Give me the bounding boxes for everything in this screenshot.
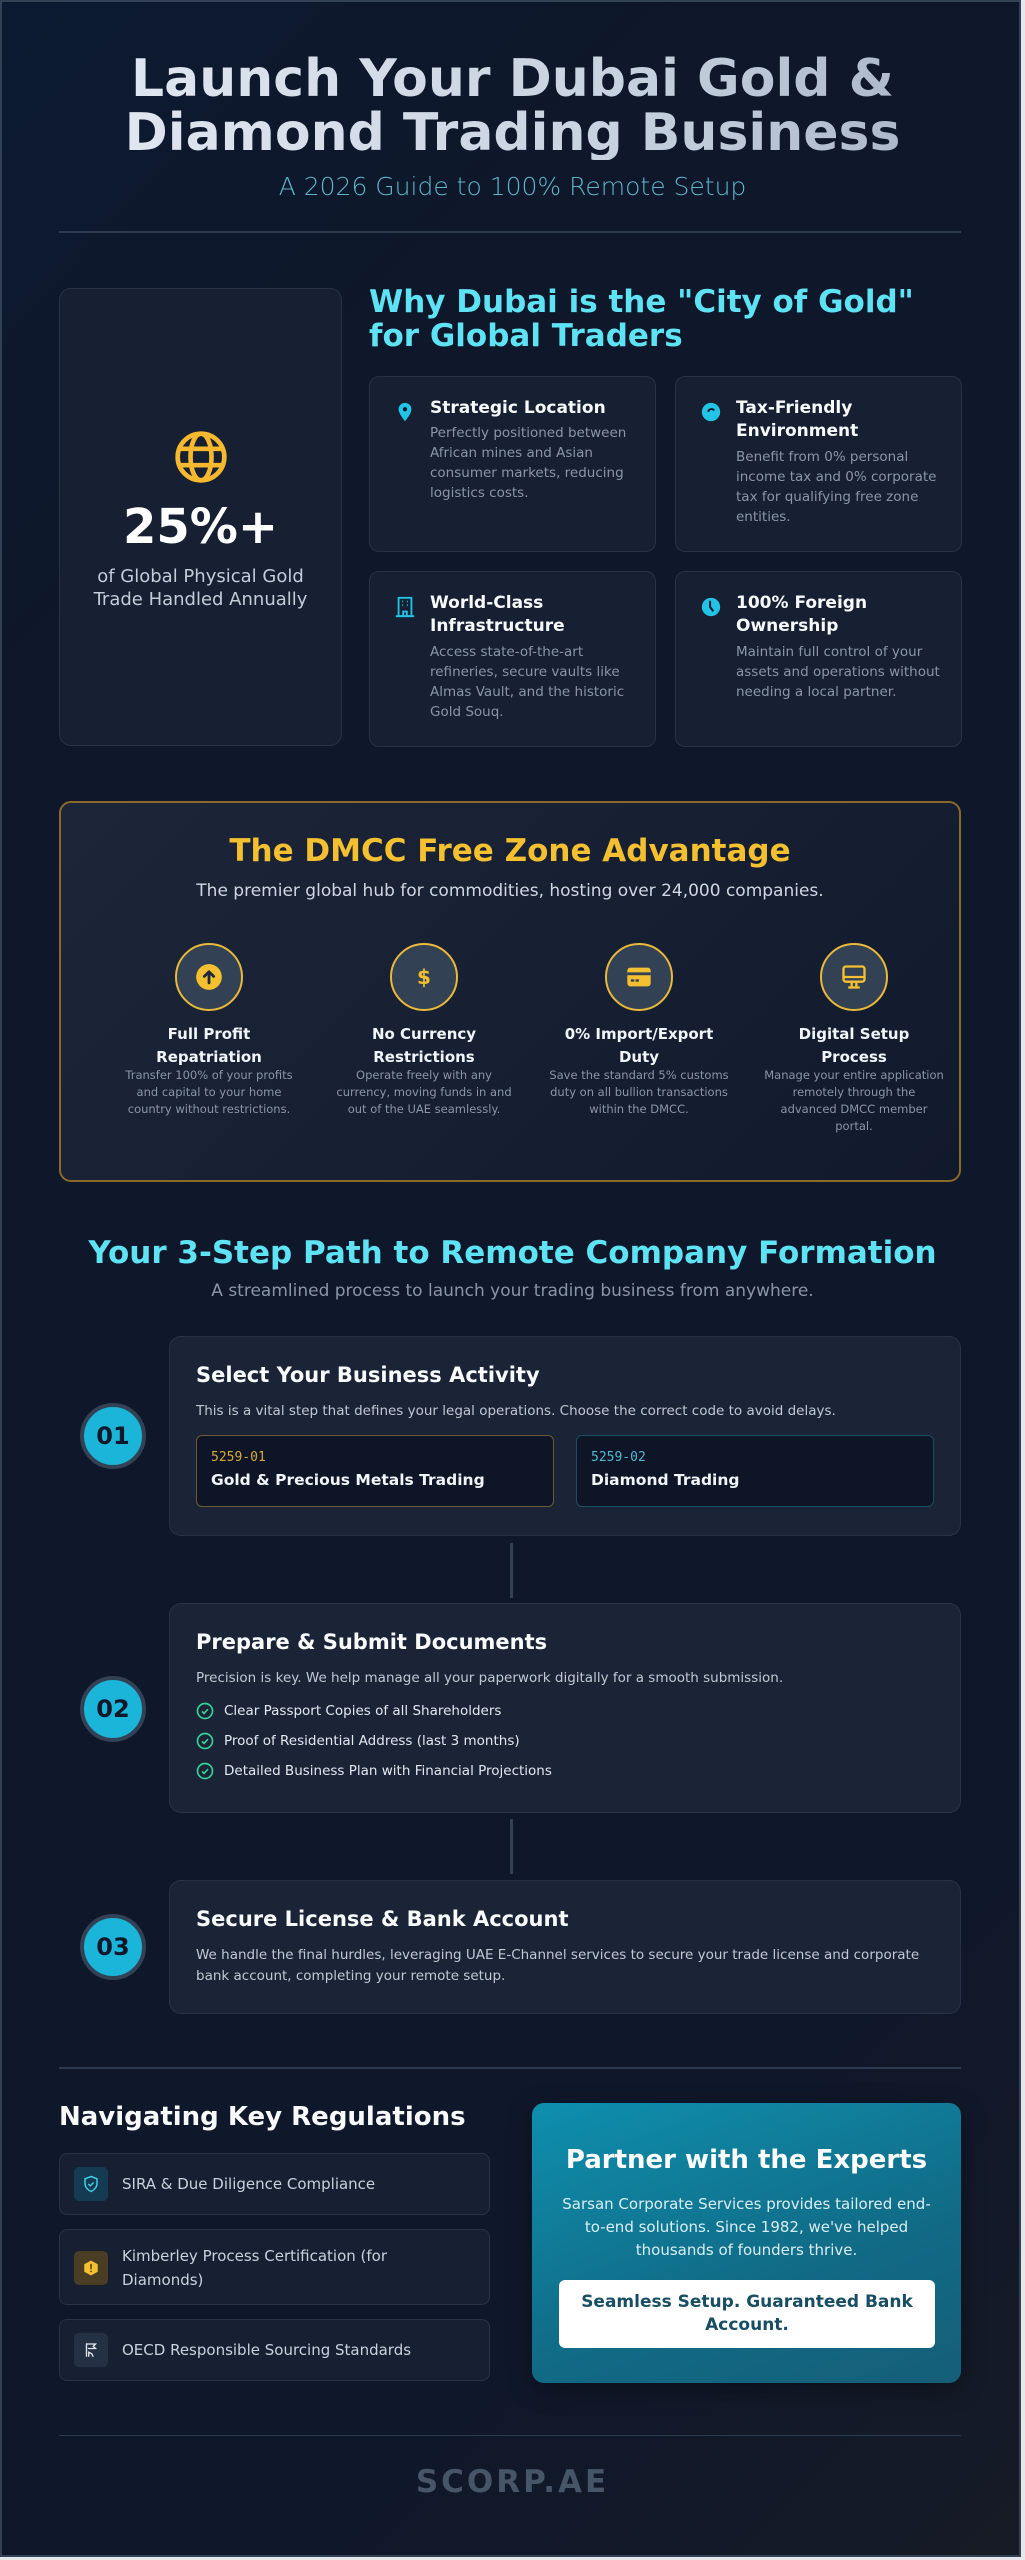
regulation-item-kimberley: Kimberley Process Certification (for Dia… [59,2229,490,2305]
cta-button[interactable]: Seamless Setup. Guaranteed Bank Account. [559,2280,935,2348]
feature-title: 100% Foreign Ownership [736,593,868,636]
activity-name: Diamond Trading [591,1471,740,1489]
dollar-icon: $ [390,943,458,1011]
step-title: Secure License & Bank Account [196,1907,569,1931]
clock-icon [700,596,722,618]
dmcc-subtitle: The premier global hub for commodities, … [196,881,824,901]
stat-label: of Global Physical Gold Trade Handled An… [93,566,308,610]
coin-icon [700,401,722,423]
step-title: Select Your Business Activity [196,1363,540,1387]
feature-card-tax-friendly: Tax-Friendly Environment Benefit from 0%… [675,376,962,552]
regulation-item-sira: SIRA & Due Diligence Compliance [59,2153,490,2215]
checklist-item: Clear Passport Copies of all Shareholder… [196,1700,501,1722]
activity-code-diamond[interactable]: 5259-02 Diamond Trading [576,1435,934,1507]
partner-panel: Partner with the Experts Sarsan Corporat… [532,2103,961,2383]
step-card-1: Select Your Business Activity This is a … [169,1336,961,1536]
step-title: Prepare & Submit Documents [196,1630,548,1654]
step-number-badge: 02 [80,1676,146,1742]
advantage-title: Digital Setup Process [798,1025,910,1066]
advantage-desc: Transfer 100% of your profits and capita… [125,1068,293,1116]
activity-code-gold[interactable]: 5259-01 Gold & Precious Metals Trading [196,1435,554,1507]
page-subtitle: A 2026 Guide to 100% Remote Setup [278,172,747,201]
feature-desc: Perfectly positioned between African min… [430,425,627,501]
steps-title: Your 3-Step Path to Remote Company Forma… [88,1235,937,1271]
dmcc-title: The DMCC Free Zone Advantage [229,833,791,869]
feature-desc: Benefit from 0% personal income tax and … [736,449,937,525]
map-pin-icon [394,401,416,423]
shield-check-icon [74,2167,108,2201]
step-card-3: Secure License & Bank Account We handle … [169,1880,961,2014]
title-line-2: Diamond Trading Business [124,103,901,163]
check-circle-icon [196,1762,214,1780]
divider [59,2435,961,2436]
feature-title: Strategic Location [430,398,606,418]
globe-icon [60,429,341,485]
dmcc-panel: The DMCC Free Zone Advantage The premier… [59,801,961,1182]
step-card-2: Prepare & Submit Documents Precision is … [169,1603,961,1813]
advantage-desc: Operate freely with any currency, moving… [336,1068,512,1116]
regulation-item-oecd: OECD Responsible Sourcing Standards [59,2319,490,2381]
check-circle-icon [196,1702,214,1720]
page-title: Launch Your Dubai Gold & Diamond Trading… [2,49,1019,163]
divider [59,2067,961,2069]
regulations-title: Navigating Key Regulations [59,2102,466,2132]
monitor-icon [820,943,888,1011]
feature-card-infrastructure: World-Class Infrastructure Access state-… [369,571,656,747]
title-line-1: Launch Your Dubai Gold & [131,49,894,109]
check-circle-icon [196,1732,214,1750]
activity-code: 5259-01 [211,1450,266,1465]
step-connector [510,1543,513,1598]
advantage-title: No Currency Restrictions [371,1025,477,1066]
credit-card-icon [605,943,673,1011]
advantage-desc: Save the standard 5% customs duty on all… [549,1068,729,1116]
checklist-item: Detailed Business Plan with Financial Pr… [196,1760,552,1782]
feature-card-foreign-ownership: 100% Foreign Ownership Maintain full con… [675,571,962,747]
checklist-item: Proof of Residential Address (last 3 mon… [196,1730,520,1752]
warning-hexagon-icon [74,2251,108,2285]
feature-desc: Maintain full control of your assets and… [736,644,940,700]
footer-logo: SCORP.AE [415,2464,610,2500]
step-desc: We handle the final hurdles, leveraging … [196,1947,920,1984]
stat-card: 25%+ of Global Physical Gold Trade Handl… [59,288,342,746]
flag-icon [74,2333,108,2367]
feature-title: World-Class Infrastructure [430,593,565,636]
step-number-badge: 01 [80,1403,146,1469]
building-icon [394,596,416,618]
step-desc: This is a vital step that defines your l… [196,1403,836,1419]
partner-desc: Sarsan Corporate Services provides tailo… [562,2195,931,2259]
step-desc: Precision is key. We help manage all you… [196,1670,784,1686]
advantage-title: 0% Import/Export Duty [564,1025,714,1066]
activity-code: 5259-02 [591,1450,646,1465]
arrow-up-circle-icon [175,943,243,1011]
why-dubai-title: Why Dubai is the "City of Gold" for Glob… [369,284,914,354]
advantage-title: Full Profit Repatriation [156,1025,262,1066]
feature-desc: Access state-of-the-art refineries, secu… [430,644,625,720]
step-number-badge: 03 [80,1914,146,1980]
divider [59,231,961,233]
feature-card-strategic-location: Strategic Location Perfectly positioned … [369,376,656,552]
step-connector [510,1819,513,1874]
activity-name: Gold & Precious Metals Trading [211,1471,485,1489]
steps-subtitle: A streamlined process to launch your tra… [211,1281,814,1301]
partner-title: Partner with the Experts [565,2145,928,2175]
stat-value: 25%+ [122,499,279,555]
feature-title: Tax-Friendly Environment [736,398,859,441]
advantage-desc: Manage your entire application remotely … [764,1068,944,1133]
